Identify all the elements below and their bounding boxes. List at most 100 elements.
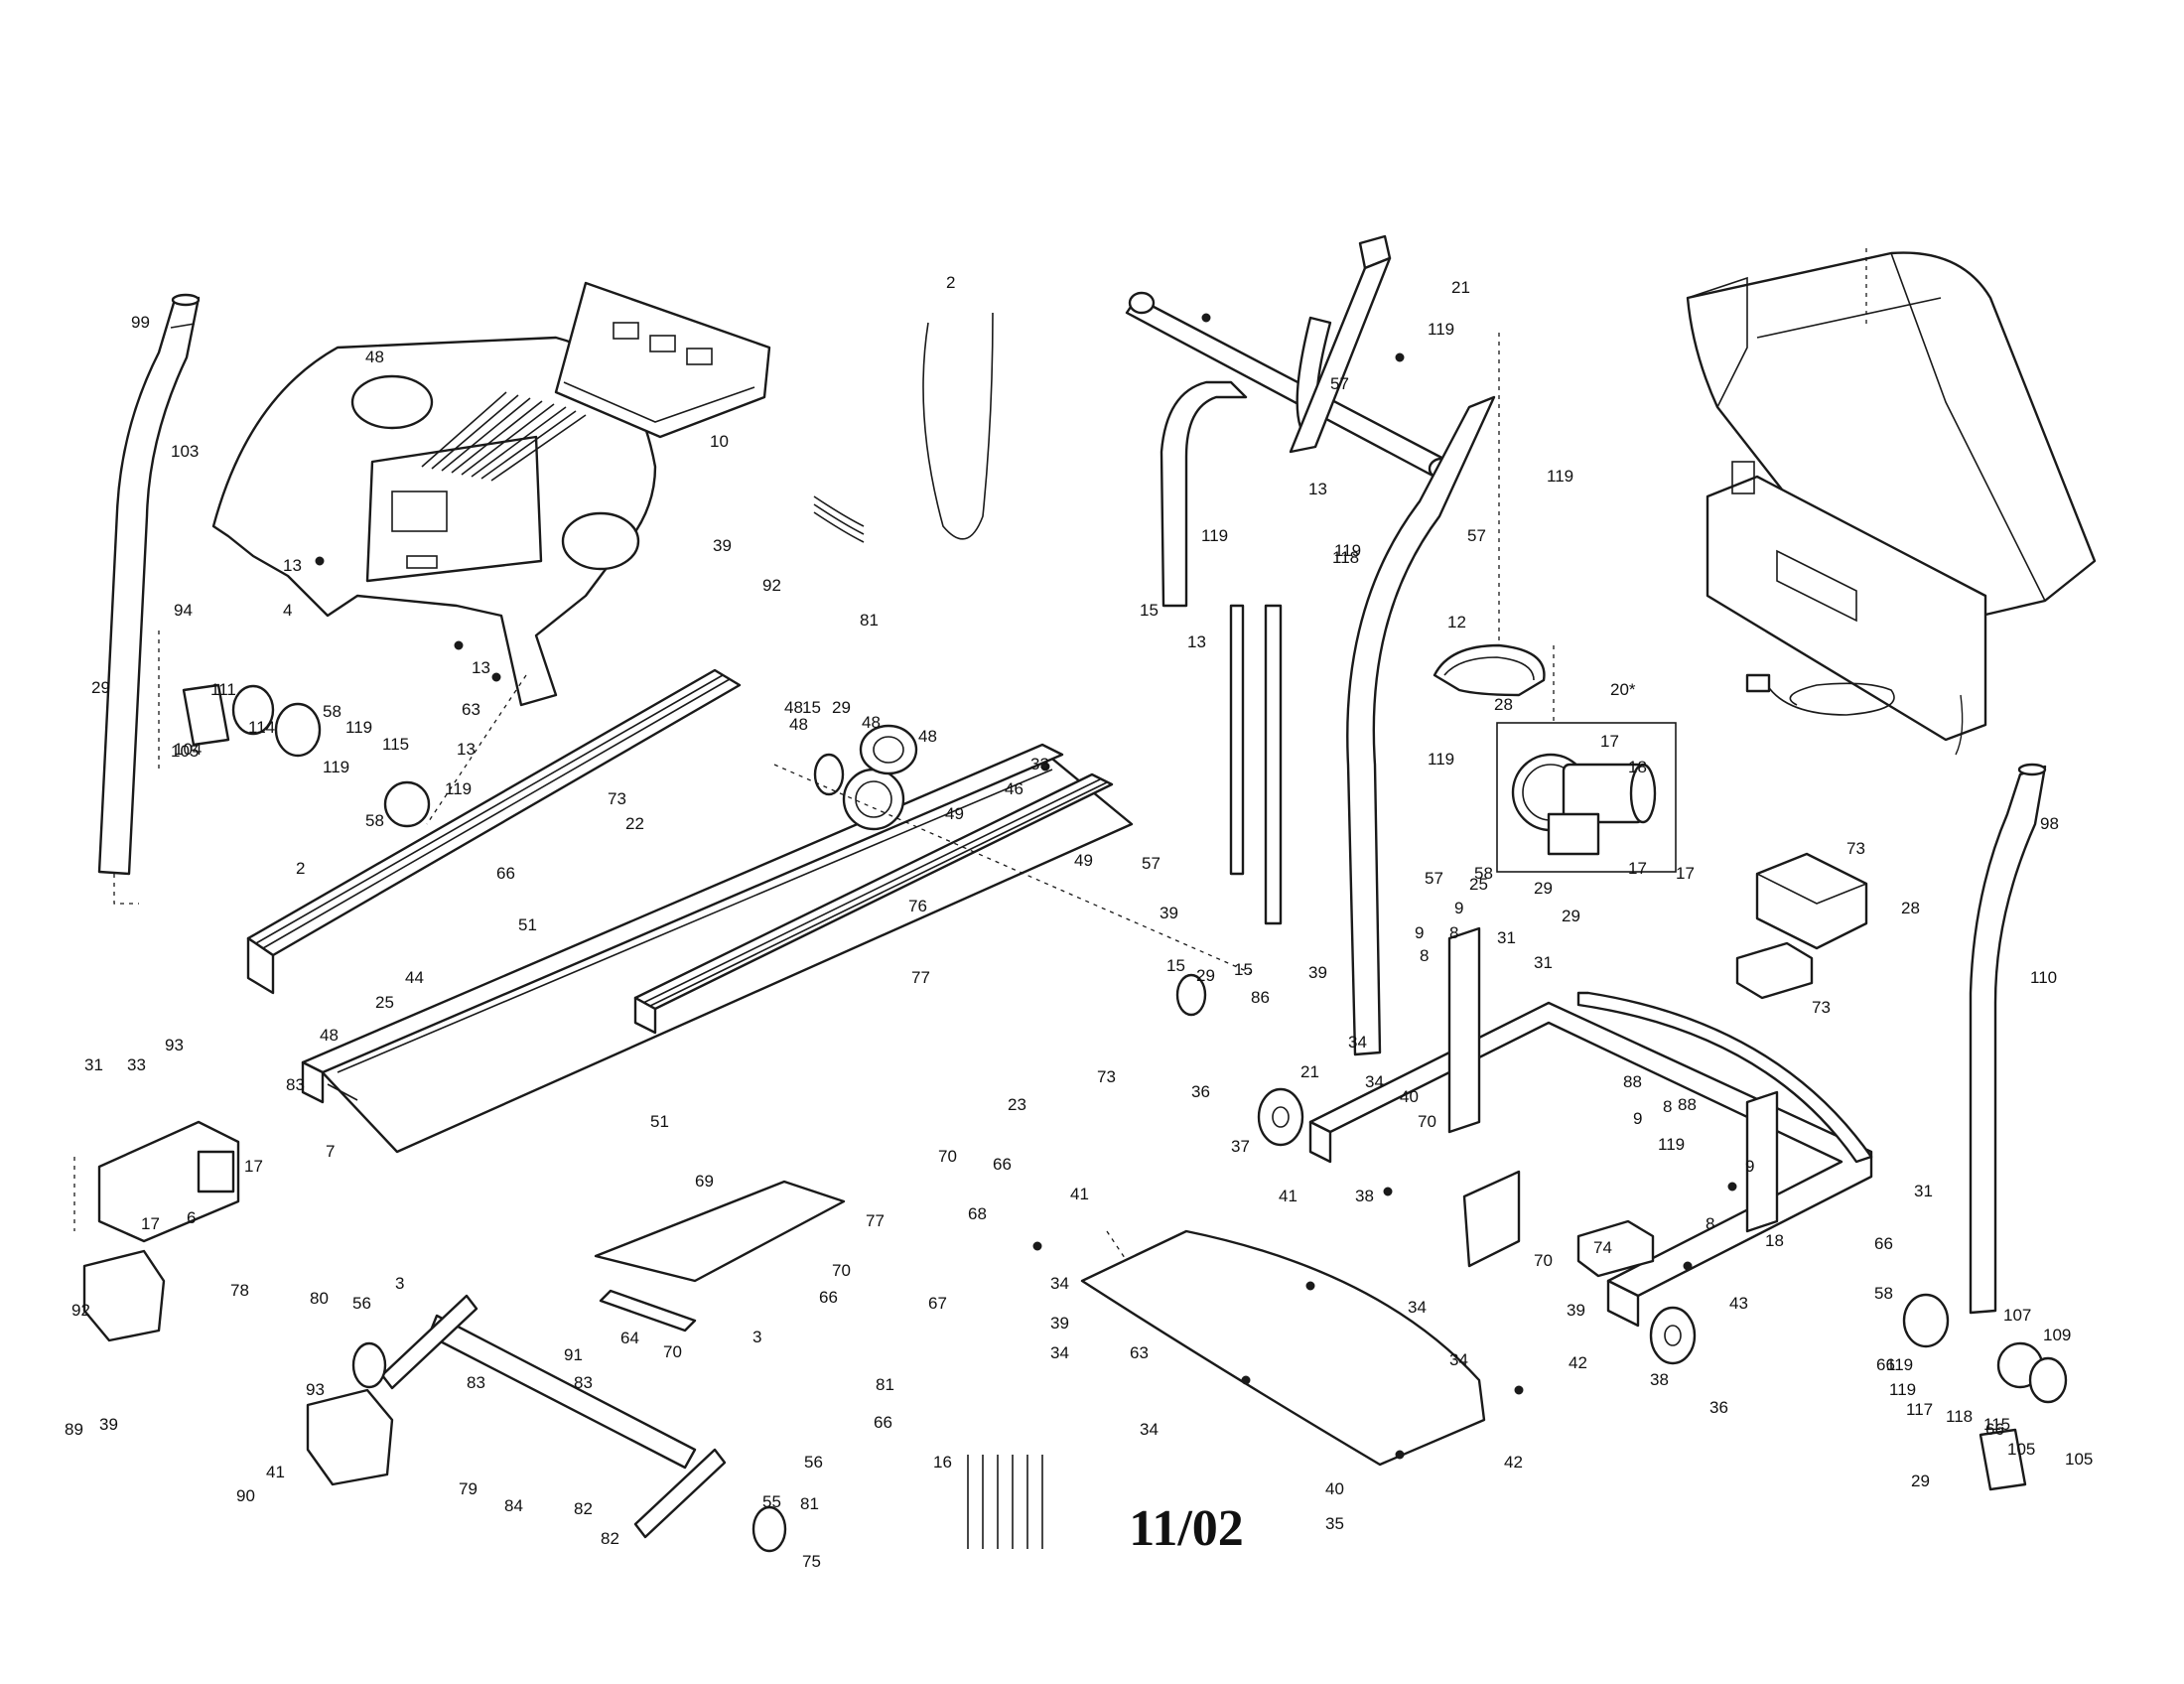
- transformer-64: [1576, 1219, 1655, 1278]
- callout: 29: [91, 678, 110, 697]
- callout: 9: [1454, 899, 1463, 917]
- ribbon-cable-116: [813, 495, 865, 543]
- callout: 29: [1196, 966, 1215, 985]
- callout: 119: [1886, 1355, 1913, 1374]
- console-base: [211, 336, 657, 707]
- callout: 48: [365, 348, 384, 366]
- cable-ties-16: [967, 1455, 1043, 1549]
- callout: 73: [608, 789, 626, 808]
- callout: 39: [1160, 904, 1178, 922]
- callout: 93: [306, 1380, 325, 1399]
- callout: 70: [663, 1342, 682, 1361]
- drive-motor-group: [1496, 722, 1677, 873]
- callout: 105: [2007, 1440, 2035, 1459]
- callout: 13: [457, 740, 476, 759]
- fasteners: [315, 313, 1737, 1460]
- callout: 39: [1050, 1314, 1069, 1333]
- callout: 80: [310, 1289, 329, 1308]
- callout: 17: [141, 1214, 160, 1233]
- callout: 42: [1569, 1353, 1587, 1372]
- callout: 37: [1231, 1137, 1250, 1156]
- callout: 119: [345, 718, 372, 737]
- callout: 56: [804, 1453, 823, 1472]
- roller-wheel: [813, 753, 1207, 1017]
- handrail-frame: [1125, 234, 1496, 1056]
- callout: 83: [286, 1075, 305, 1094]
- callout: 46: [1005, 779, 1024, 798]
- callout: 48: [320, 1026, 339, 1045]
- callout: 34: [1050, 1343, 1069, 1362]
- callout: 34: [1140, 1420, 1159, 1439]
- callout: 92: [762, 576, 781, 595]
- callout: 86: [1251, 988, 1270, 1007]
- callout: 2: [296, 859, 305, 878]
- callout: 92: [71, 1301, 90, 1320]
- callout: 17: [1628, 859, 1647, 878]
- callout: 48: [789, 715, 808, 734]
- callout: 3: [752, 1328, 761, 1346]
- callout: 12: [1447, 613, 1466, 632]
- callout: 57: [1467, 526, 1486, 545]
- callout: 110: [2030, 968, 2057, 987]
- wire-harness-2: [922, 312, 994, 540]
- callout: 109: [2043, 1326, 2071, 1344]
- callout: 66: [819, 1288, 838, 1307]
- callout: 17: [1676, 864, 1695, 883]
- wheel-left: [1257, 1087, 1304, 1147]
- callout: 98: [2040, 814, 2059, 833]
- callout: 36: [1709, 1398, 1728, 1417]
- callout: 35: [1325, 1514, 1344, 1533]
- callout: 34: [1408, 1298, 1427, 1317]
- console-vent-lines: [421, 391, 587, 482]
- callout: 66: [496, 864, 515, 883]
- callout: 21: [1451, 278, 1470, 297]
- callout: 6: [187, 1208, 196, 1227]
- callout: 29: [832, 698, 851, 717]
- callout: 39: [99, 1415, 118, 1434]
- callout: 13: [472, 658, 490, 677]
- callout: 18: [1628, 758, 1647, 776]
- callout: 28: [1494, 695, 1513, 714]
- main-base-frame: [1308, 926, 1873, 1328]
- callout: 36: [1191, 1082, 1210, 1101]
- callout: 48: [918, 727, 937, 746]
- callout: 68: [968, 1204, 987, 1223]
- motor-belt-guard-59: [594, 1180, 846, 1333]
- callout: 66: [993, 1155, 1012, 1174]
- callout: 21: [1300, 1062, 1319, 1081]
- callout: 115: [1983, 1415, 2010, 1434]
- callout: 9: [1415, 923, 1424, 942]
- callout: 41: [266, 1463, 285, 1481]
- callout: 49: [945, 804, 964, 823]
- callout: 57: [1425, 869, 1443, 888]
- callout: 83: [574, 1373, 593, 1392]
- callout: 25: [375, 993, 394, 1012]
- callout: 107: [2003, 1306, 2031, 1325]
- callout: 40: [1400, 1087, 1419, 1106]
- callout: 83: [467, 1373, 485, 1392]
- end-cap-right: [306, 1388, 394, 1486]
- callout: 57: [1142, 854, 1160, 873]
- callout: 39: [713, 536, 732, 555]
- callout: 15: [802, 698, 821, 717]
- callout: 119: [1428, 320, 1454, 339]
- callout: 33: [127, 1055, 146, 1074]
- callout: 70: [1418, 1112, 1436, 1131]
- callout: 31: [84, 1055, 103, 1074]
- callout: 75: [802, 1552, 821, 1571]
- callout: 84: [504, 1496, 523, 1515]
- callout: 119: [1889, 1380, 1916, 1399]
- right-belt-rail: [633, 772, 1114, 1035]
- callout: 13: [1308, 480, 1327, 498]
- callout: 105: [2065, 1450, 2093, 1469]
- callout: 17: [1600, 732, 1619, 751]
- callout: 119: [445, 779, 472, 798]
- callout: 22: [625, 814, 644, 833]
- callout: 63: [1130, 1343, 1149, 1362]
- callout: 18: [1765, 1231, 1784, 1250]
- callout: 8: [1420, 946, 1429, 965]
- callout: 119: [1658, 1135, 1685, 1154]
- callout: 64: [620, 1329, 639, 1347]
